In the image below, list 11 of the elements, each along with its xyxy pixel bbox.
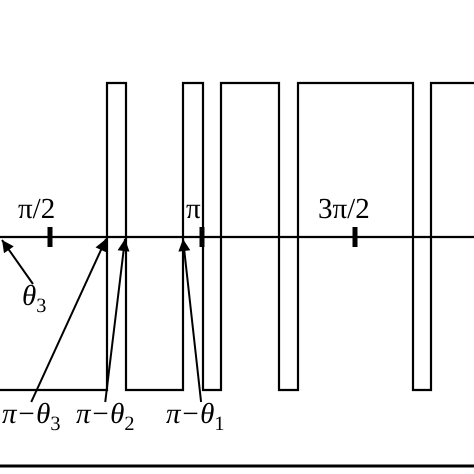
- leader-arrow: [30, 238, 107, 402]
- tick-label: π/2: [18, 195, 56, 224]
- tick-label: π: [186, 195, 201, 224]
- leader-arrow: [1, 239, 34, 285]
- angle-label: θ$_{3}$: [22, 282, 46, 311]
- leader-arrow: [178, 238, 202, 402]
- angle-label: π−θ$_{1}$: [166, 400, 224, 429]
- angle-label: π−θ$_{2}$: [76, 400, 134, 429]
- angle-label: π−θ$_{3}$: [2, 400, 60, 429]
- tick-label: 3π/2: [318, 195, 370, 224]
- leader-arrow: [104, 238, 130, 402]
